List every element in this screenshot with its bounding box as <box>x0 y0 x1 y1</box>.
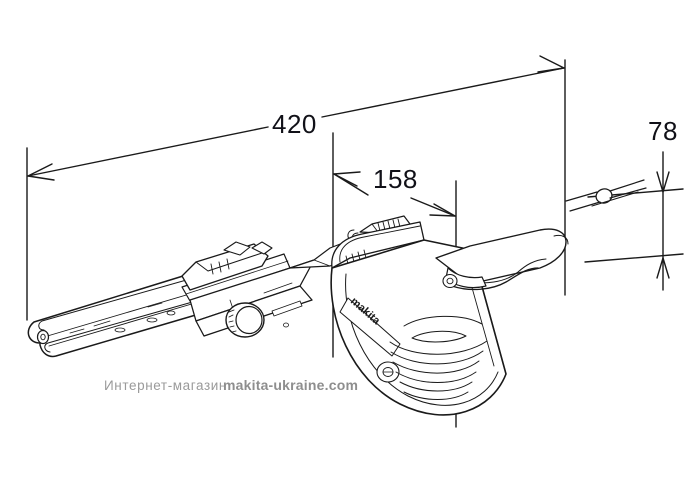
gear-casing <box>189 259 315 338</box>
arrowhead-158-right <box>429 203 456 217</box>
watermark-prefix: Интернет-магазин <box>104 378 227 393</box>
arrowhead-420-right <box>537 55 565 73</box>
dimension-line-158-right-seg <box>410 197 456 217</box>
arm-clamp <box>181 241 273 291</box>
arrowhead-78-top <box>656 171 670 193</box>
dimension-label-78: 78 <box>648 116 678 146</box>
arrowhead-158-left <box>333 171 361 187</box>
arrowhead-420-left <box>27 163 55 181</box>
power-cord <box>565 179 647 212</box>
arrowhead-78-bottom <box>656 257 670 279</box>
dimension-label-158: 158 <box>373 164 418 194</box>
extension-line-78-bottom <box>584 253 684 263</box>
dimension-line-420-left-seg <box>27 126 269 177</box>
dimension-label-420: 420 <box>272 109 317 139</box>
handle <box>435 228 569 291</box>
watermark-domain: makita-ukraine.com <box>223 377 358 393</box>
dimension-line-420-right-seg <box>321 67 565 118</box>
tool-illustration-group <box>27 179 647 416</box>
